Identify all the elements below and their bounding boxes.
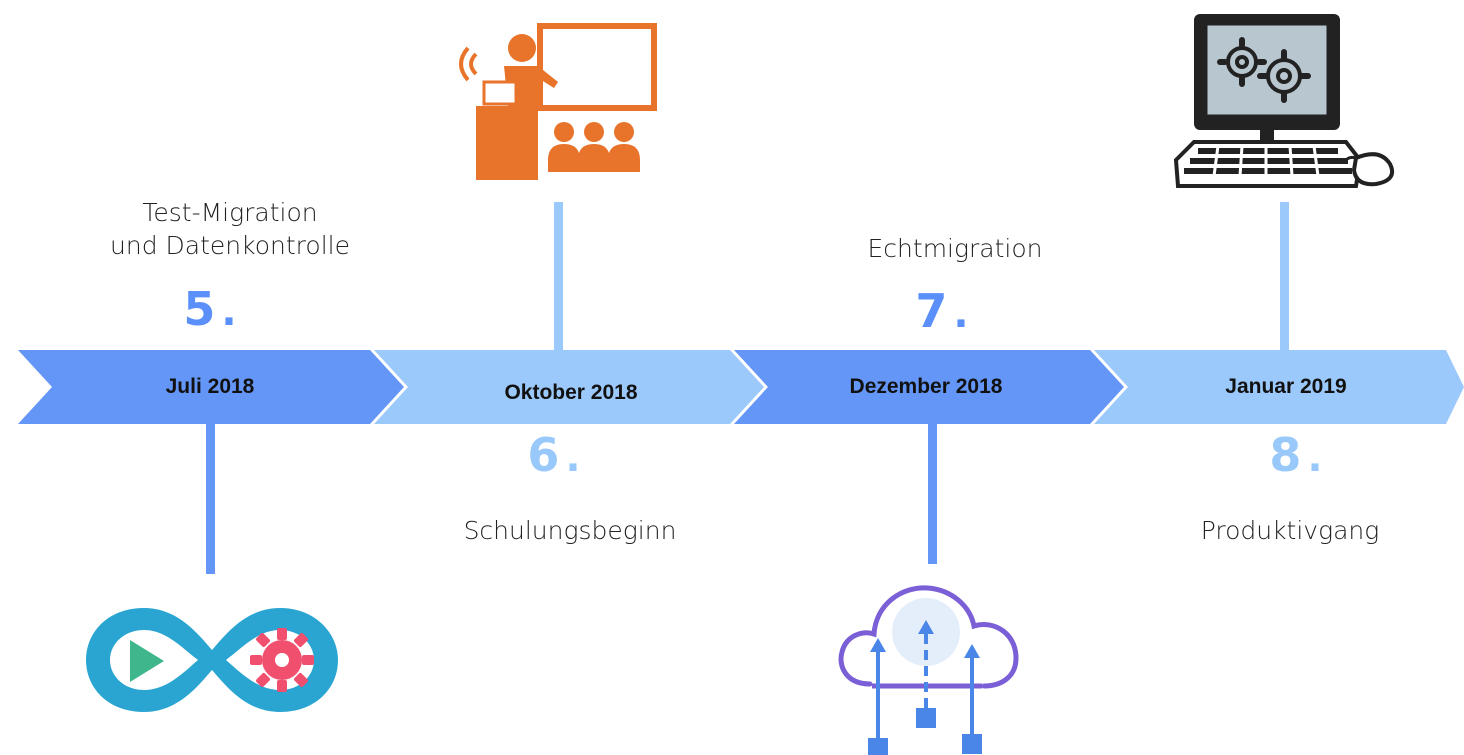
infinity-play-gear-icon: [86, 608, 338, 712]
chevron-januar-2019: [1094, 350, 1464, 424]
chevron-dezember-2018: [734, 350, 1124, 424]
date-label-juli-2018: Juli 2018: [165, 375, 255, 398]
connector-stem-6: [554, 202, 563, 350]
computer-gears-icon: [1173, 14, 1395, 188]
date-label-januar-2019: Januar 2019: [1225, 375, 1347, 398]
teacher-presentation-icon: [459, 23, 657, 180]
step-description-5: Test-Migration und Datenkontrolle: [110, 198, 350, 260]
date-label-dezember-2018: Dezember 2018: [849, 375, 1003, 398]
chevron-juli-2018: [18, 350, 404, 424]
step-number-8: 8.: [1269, 428, 1323, 482]
cloud-upload-icon: [838, 585, 1019, 755]
date-label-oktober-2018: Oktober 2018: [504, 381, 638, 404]
step-number-5: 5.: [183, 282, 237, 336]
step-description-6: Schulungsbeginn: [463, 516, 677, 545]
step-number-6: 6.: [527, 428, 581, 482]
timeline-arrow-bar: [18, 350, 1464, 424]
step-description-7: Echtmigration: [867, 234, 1043, 263]
chevron-oktober-2018: [374, 350, 764, 424]
connector-stem-7: [928, 424, 937, 564]
step-description-8: Produktivgang: [1200, 516, 1380, 545]
connector-stem-5: [206, 424, 215, 574]
step-number-7: 7.: [915, 284, 969, 338]
connector-stem-8: [1280, 202, 1289, 350]
